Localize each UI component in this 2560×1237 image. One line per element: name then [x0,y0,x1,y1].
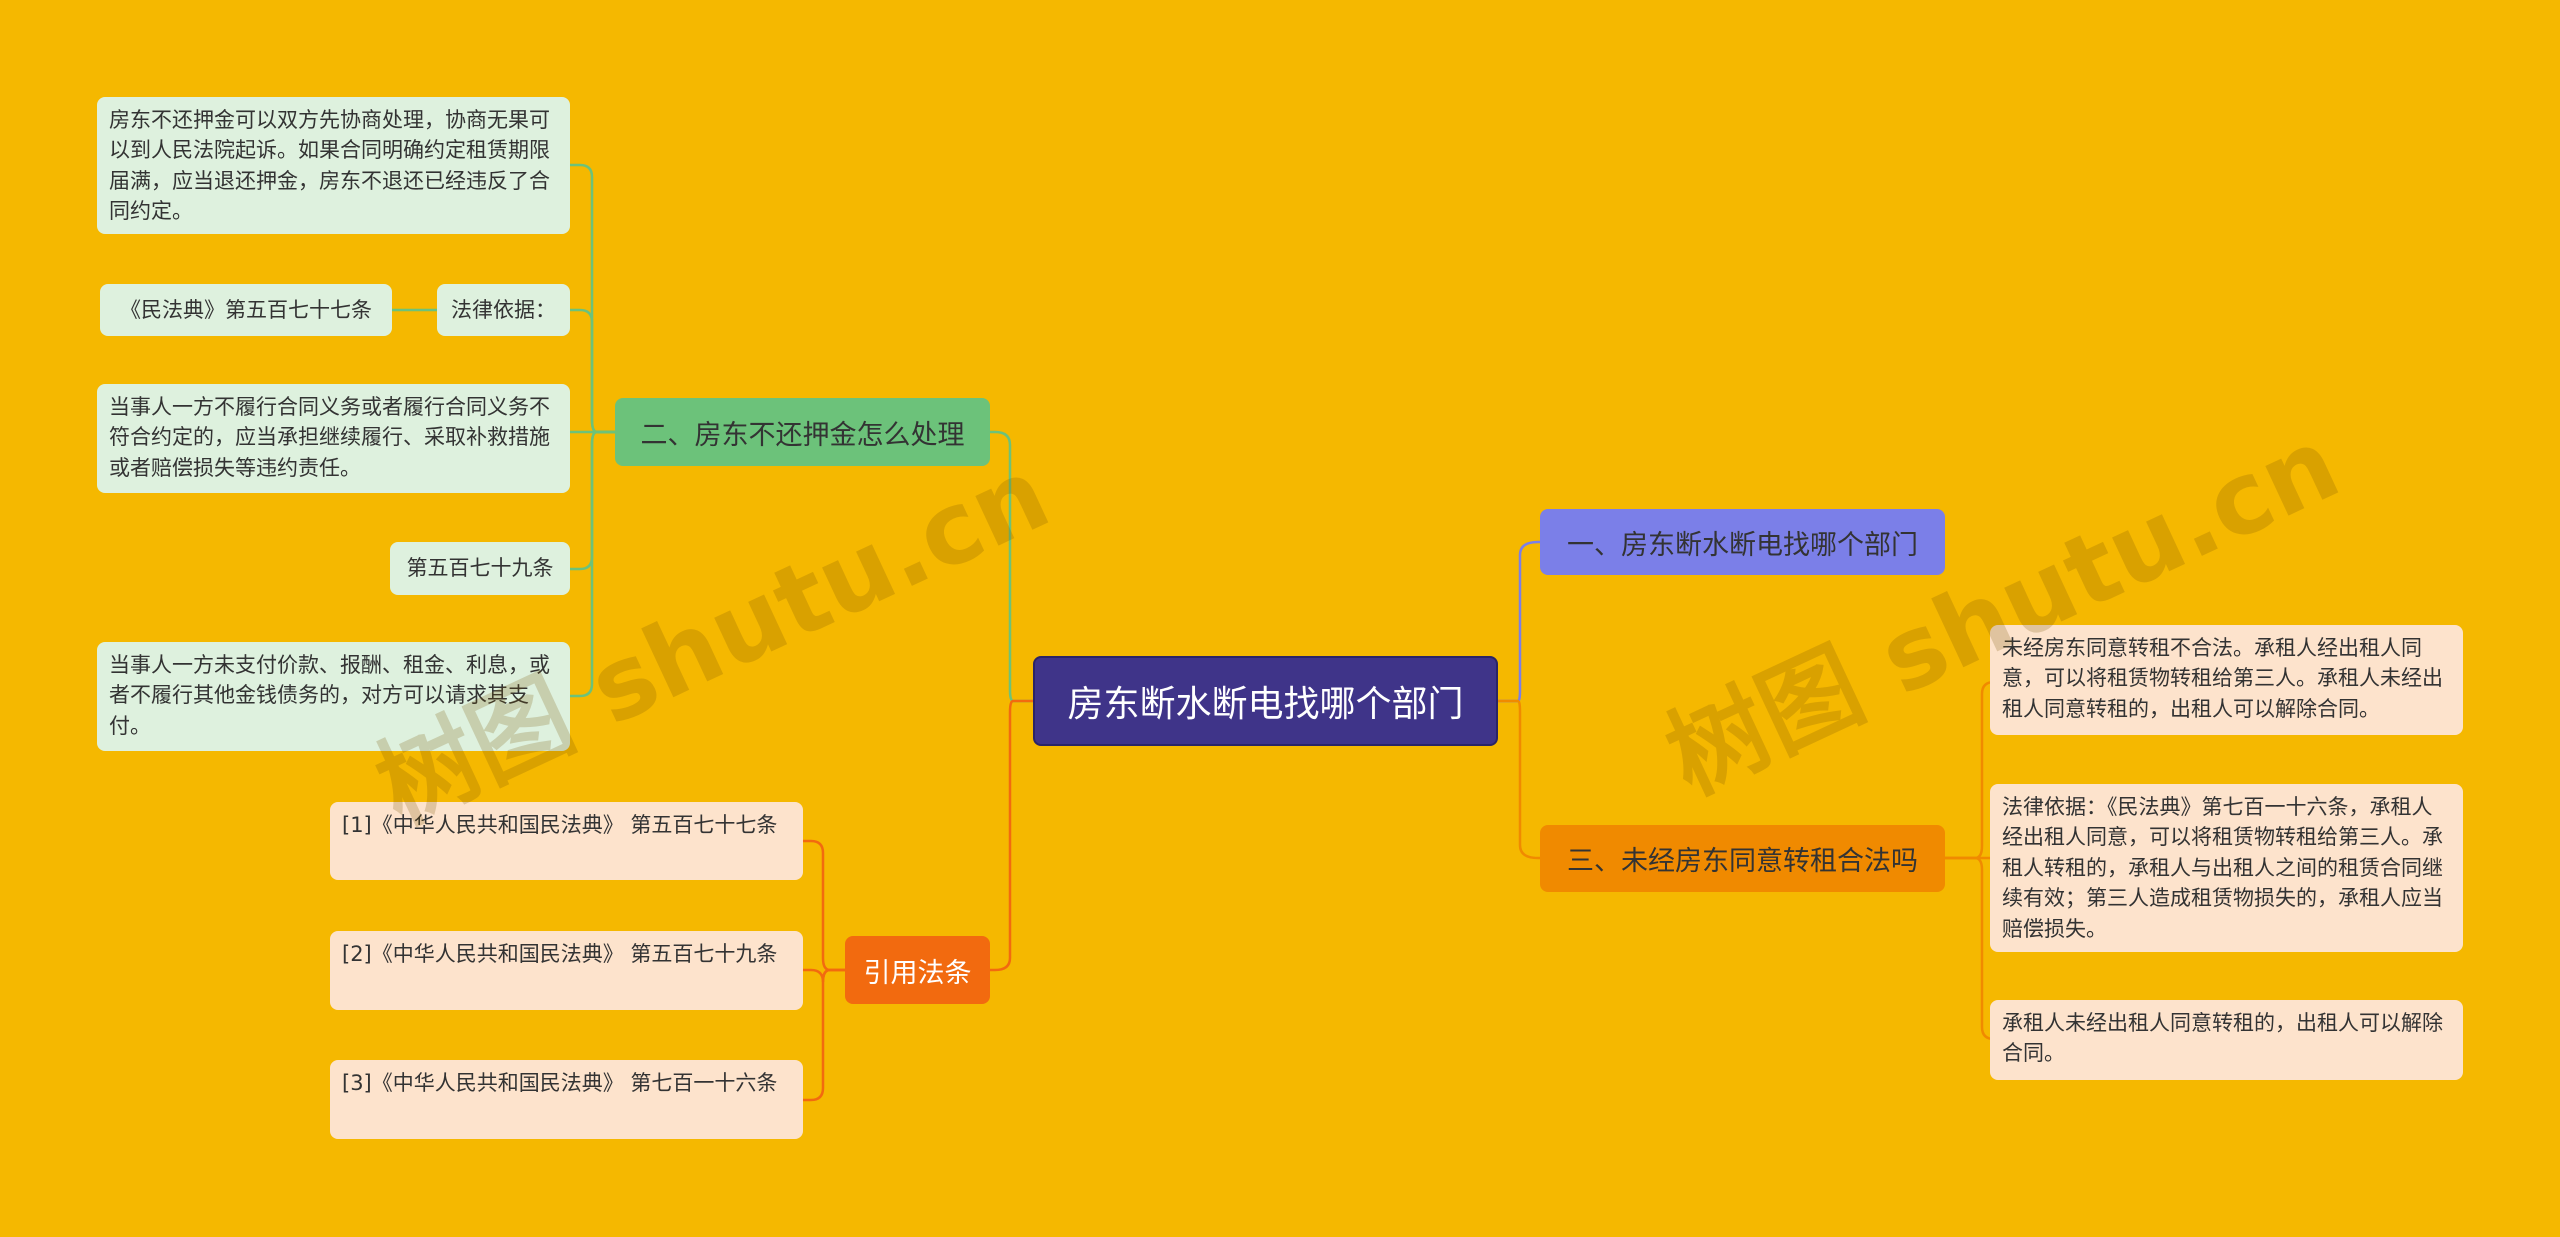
leaf-citation-3[interactable]: [3]《中华人民共和国民法典》 第七百一十六条 [330,1060,803,1139]
branch-cited-laws[interactable]: 引用法条 [845,936,990,1004]
leaf-article-579[interactable]: 第五百七十九条 [390,542,570,595]
leaf-payment-obligation[interactable]: 当事人一方未支付价款、报酬、租金、利息，或者不履行其他金钱债务的，对方可以请求其… [97,642,570,751]
branch-deposit-handling[interactable]: 二、房东不还押金怎么处理 [615,398,990,466]
link-b4-leaf3 [803,968,845,1102]
link-root-b3 [1498,699,1540,860]
branch-deposit-handling-label: 二、房东不还押金怎么处理 [640,419,965,451]
branch-sublet-legality[interactable]: 三、未经房东同意转租合法吗 [1540,825,1945,892]
link-root-b2 [990,430,1033,703]
leaf-sublet-law-basis[interactable]: 法律依据：《民法典》第七百一十六条，承租人经出租人同意，可以将租赁物转租给第三人… [1990,784,2463,952]
branch-sublet-legality-label: 三、未经房东同意转租合法吗 [1567,846,1918,877]
link-b3-leaf1 [1943,680,1995,860]
link-root-b4 [990,699,1033,972]
leaf-citation-3-text: [3]《中华人民共和国民法典》 第七百一十六条 [342,1071,778,1095]
leaf-terminate-contract-text: 承租人未经出租人同意转租的，出租人可以解除合同。 [2002,1011,2443,1066]
leaf-sublet-not-legal-text: 未经房东同意转租不合法。承租人经出租人同意，可以将租赁物转租给第三人。承租人未经… [2002,636,2443,721]
root-topic[interactable]: 房东断水断电找哪个部门 [1033,656,1498,746]
leaf-article-579-text: 第五百七十九条 [406,556,554,581]
branch-find-department-label: 一、房东断水断电找哪个部门 [1567,529,1918,561]
leaf-citation-1-text: [1]《中华人民共和国民法典》 第五百七十七条 [342,813,778,837]
leaf-citation-2[interactable]: [2]《中华人民共和国民法典》 第五百七十九条 [330,931,803,1010]
leaf-payment-obligation-text: 当事人一方未支付价款、报酬、租金、利息，或者不履行其他金钱债务的，对方可以请求其… [109,653,550,738]
branch-find-department[interactable]: 一、房东断水断电找哪个部门 [1540,509,1945,575]
link-b4-leaf1 [803,839,845,972]
leaf-sublet-not-legal[interactable]: 未经房东同意转租不合法。承租人经出租人同意，可以将租赁物转租给第三人。承租人未经… [1990,625,2463,735]
leaf-terminate-contract[interactable]: 承租人未经出租人同意转租的，出租人可以解除合同。 [1990,1000,2463,1080]
link-b3-leaf3 [1943,856,1995,1041]
leaf-breach-liability-text: 当事人一方不履行合同义务或者履行合同义务不符合约定的，应当承担继续履行、采取补救… [109,395,550,480]
leaf-sublet-law-basis-text: 法律依据：《民法典》第七百一十六条，承租人经出租人同意，可以将租赁物转租给第三人… [2002,795,2443,941]
leaf-law-basis[interactable]: 法律依据： [437,284,570,336]
link-b2-leaf6 [570,430,615,698]
leaf-citation-2-text: [2]《中华人民共和国民法典》 第五百七十九条 [342,942,778,966]
leaf-article-577[interactable]: 《民法典》第五百七十七条 [100,284,392,336]
leaf-breach-liability[interactable]: 当事人一方不履行合同义务或者履行合同义务不符合约定的，应当承担继续履行、采取补救… [97,384,570,493]
link-root-b1 [1498,540,1540,703]
leaf-citation-1[interactable]: [1]《中华人民共和国民法典》 第五百七十七条 [330,802,803,880]
link-b2-leaf2 [570,308,615,434]
root-topic-label: 房东断水断电找哪个部门 [1067,684,1464,725]
branch-cited-laws-label: 引用法条 [863,957,972,989]
leaf-deposit-negotiation[interactable]: 房东不还押金可以双方先协商处理，协商无果可以到人民法院起诉。如果合同明确约定租赁… [97,97,570,234]
leaf-law-basis-text: 法律依据： [451,297,556,322]
leaf-article-577-text: 《民法典》第五百七十七条 [120,297,372,322]
leaf-deposit-negotiation-text: 房东不还押金可以双方先协商处理，协商无果可以到人民法院起诉。如果合同明确约定租赁… [109,108,550,224]
